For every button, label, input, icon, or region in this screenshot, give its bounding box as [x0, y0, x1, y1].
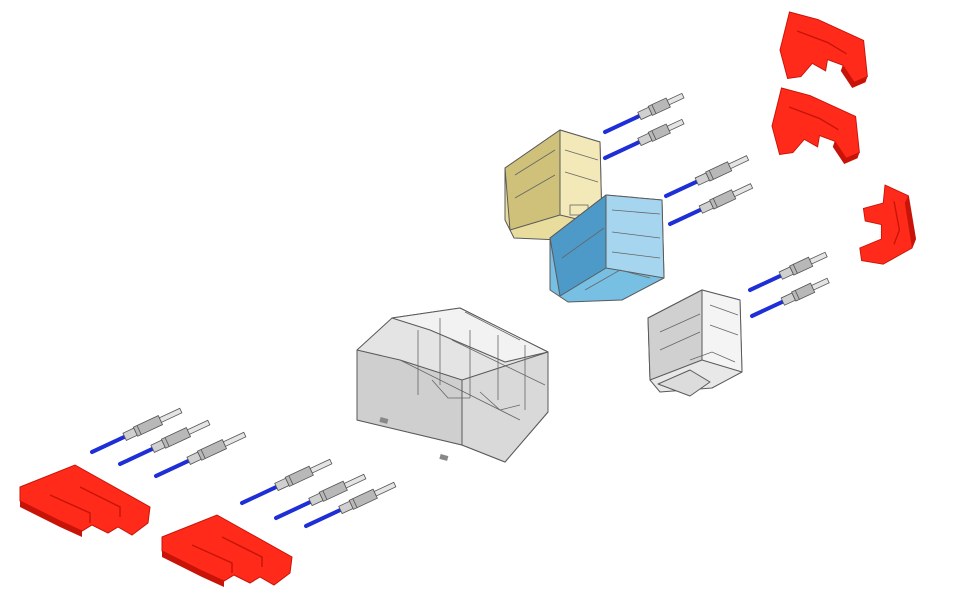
red-clip — [779, 11, 868, 88]
contact-tip — [373, 481, 397, 497]
wire — [750, 298, 787, 318]
blue-housing — [549, 194, 665, 303]
wire-terminal — [668, 183, 754, 226]
wire-terminal — [240, 458, 333, 505]
wire-terminal — [603, 118, 685, 160]
contact-tip — [343, 473, 367, 489]
wire-terminals-group — [90, 92, 830, 528]
wire — [118, 445, 157, 466]
contact-tip — [309, 458, 333, 474]
contact-tip — [811, 277, 830, 291]
wire-terminal — [750, 277, 830, 318]
gray-small-housing — [647, 289, 743, 397]
red-clip — [161, 514, 293, 587]
contact-body — [196, 439, 228, 461]
wire — [90, 433, 129, 454]
contact-body — [160, 427, 192, 449]
contact-tip — [222, 431, 247, 447]
wire-terminal — [154, 431, 247, 478]
wire — [603, 113, 644, 134]
red-clip — [859, 184, 917, 265]
wire-terminal — [274, 473, 367, 520]
wire — [240, 484, 281, 505]
red-clips-group — [19, 11, 917, 587]
wire-terminal — [748, 251, 828, 292]
contact-tip — [666, 92, 685, 106]
contact-tip — [158, 407, 183, 423]
wire — [154, 457, 193, 478]
contact-tip — [666, 118, 685, 132]
yellow-housing — [504, 129, 603, 241]
wire — [603, 139, 644, 160]
contact-body — [132, 415, 164, 437]
contact-tip — [809, 251, 828, 265]
wire — [274, 499, 315, 520]
contact-tip — [186, 419, 211, 435]
wire — [304, 507, 345, 528]
red-clip — [19, 464, 151, 537]
wire-terminal — [118, 419, 211, 466]
wire-terminal — [90, 407, 183, 454]
wire — [668, 206, 705, 226]
wire — [664, 178, 701, 198]
wire-terminal — [664, 155, 750, 198]
contact-tip — [728, 155, 750, 170]
gray-main-housing — [356, 307, 549, 463]
contact-body — [789, 256, 814, 276]
contact-tip — [732, 183, 754, 198]
contact-body — [791, 282, 816, 302]
red-clip — [771, 87, 860, 164]
wire — [748, 272, 785, 292]
wire-terminal — [603, 92, 685, 134]
wire-terminal — [304, 481, 397, 528]
